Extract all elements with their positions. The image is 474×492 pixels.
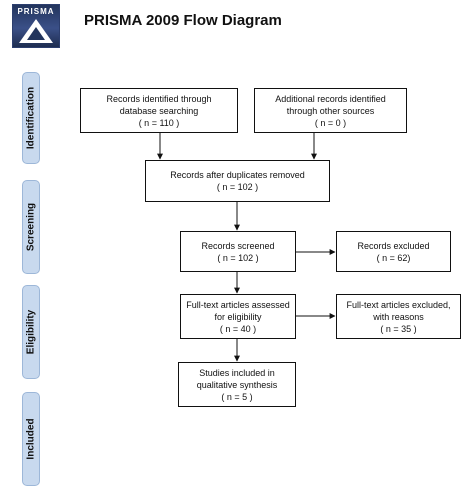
box-other-line2: through other sources [286,105,375,116]
box-duplicates-line1: Records after duplicates removed [170,170,305,180]
box-database-line1: Records identified through [106,93,212,104]
box-included-count: ( n = 5 ) [221,391,253,402]
prisma-logo: PRISMA [12,4,60,48]
box-studies-included: Studies included in qualitative synthesi… [178,362,296,407]
box-excluded-count: ( n = 62) [376,252,411,263]
box-screened-line1: Records screened [201,240,275,251]
box-database-records: Records identified through database sear… [80,88,238,133]
box-fulltext-excluded: Full-text articles excluded, with reason… [336,294,461,339]
box-fulltext-assessed: Full-text articles assessed for eligibil… [180,294,296,339]
box-included-line1: Studies included in [199,367,275,378]
box-fulltext-excluded-line1: Full-text articles excluded, [346,299,451,310]
box-excluded-line1: Records excluded [357,240,430,251]
box-fulltext-count: ( n = 40 ) [219,323,257,334]
box-screened-count: ( n = 102 ) [217,252,259,263]
triangle-logo-icon [19,19,53,43]
logo-text: PRISMA [17,7,55,16]
box-fulltext-line2: for eligibility [214,311,262,322]
box-records-excluded: Records excluded ( n = 62) [336,231,451,272]
stage-included: Included [22,392,40,486]
box-fulltext-line1: Full-text articles assessed [186,299,290,310]
box-other-sources: Additional records identified through ot… [254,88,407,133]
box-included-line2: qualitative synthesis [196,379,278,390]
box-fulltext-excluded-count: ( n = 35 ) [380,323,417,334]
box-database-count: ( n = 110 ) [138,117,180,128]
stage-screening: Screening [22,180,40,274]
box-other-count: ( n = 0 ) [314,117,347,128]
page-title: PRISMA 2009 Flow Diagram [84,12,282,29]
stage-eligibility: Eligibility [22,285,40,379]
box-records-screened: Records screened ( n = 102 ) [180,231,296,272]
box-other-line1: Additional records identified [275,93,386,104]
box-duplicates-count: ( n = 102 ) [216,182,259,192]
stage-identification: Identification [22,72,40,164]
box-after-duplicates: Records after duplicates removed ( n = 1… [145,160,330,202]
box-database-line2: database searching [119,105,199,116]
box-fulltext-excluded-line2: with reasons [373,311,424,322]
